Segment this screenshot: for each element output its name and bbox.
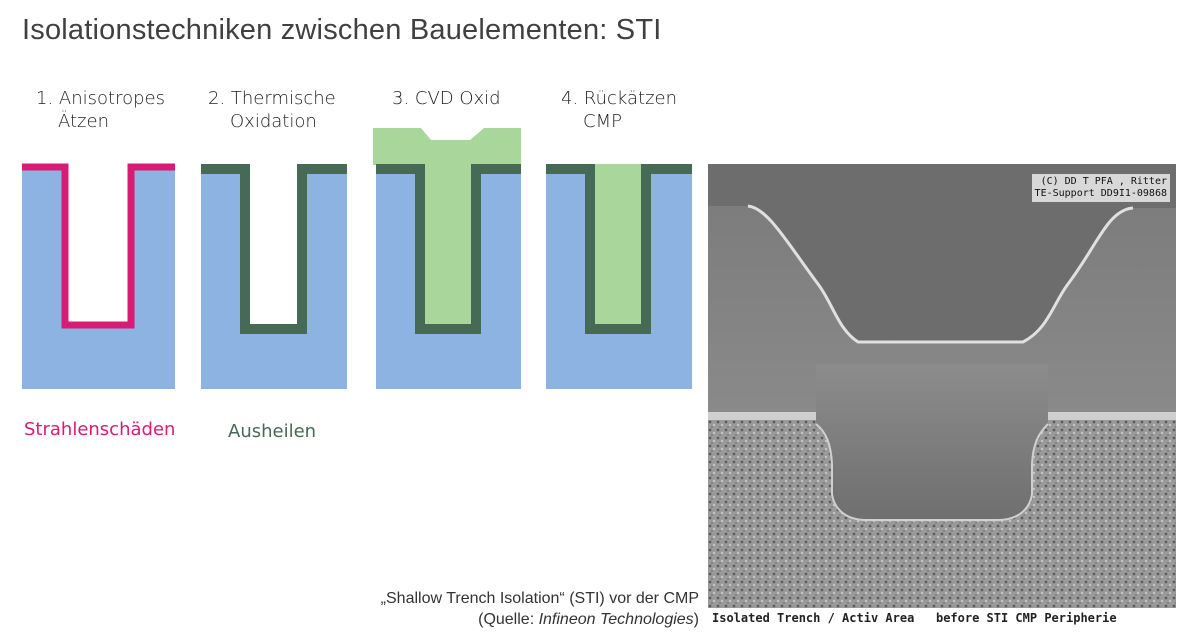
step-4-line2: CMP: [583, 111, 622, 132]
sem-trench-edge: [815, 423, 1049, 521]
step-2-label: 2. Thermische Oxidation: [208, 87, 336, 133]
caption-line2: (Quelle: Infineon Technologies): [381, 609, 699, 630]
sem-caption: Isolated Trench / Activ Area before STI …: [712, 611, 1117, 625]
step-3-cross-section: [373, 128, 521, 389]
caption-source: Infineon Technologies: [538, 611, 694, 628]
step-1-damage-layer: [22, 163, 175, 329]
sem-nitride-right: [1046, 412, 1176, 420]
step-1-label: 1. Anisotropes Ätzen: [36, 87, 165, 133]
step-2-substrate: [201, 165, 347, 389]
page-title: Isolationstechniken zwischen Bauelemente…: [22, 14, 662, 46]
step-4-line1: 4. Rückätzen: [561, 88, 678, 109]
anneal-note: Ausheilen: [228, 421, 317, 442]
sem-surface-edge: [747, 204, 1134, 344]
step-1-line1: 1. Anisotropes: [36, 88, 165, 109]
step-3-cvd-oxide: [373, 128, 521, 330]
step-3-label: 3. CVD Oxid: [392, 87, 501, 110]
sem-micrograph: (C) DD T PFA , Ritter TE-Support DD9I1-0…: [708, 164, 1176, 608]
step-3-line1: 3. CVD Oxid: [392, 88, 501, 109]
step-1-cross-section: [22, 163, 175, 389]
step-4-oxide-fill: [589, 164, 647, 330]
step-4-substrate: [546, 165, 692, 389]
step-4-cross-section: [546, 164, 692, 389]
figure-caption: „Shallow Trench Isolation“ (STI) vor der…: [381, 588, 699, 630]
step-3-substrate: [376, 165, 521, 389]
sem-image: [708, 164, 1176, 608]
step-2-cross-section: [201, 164, 347, 389]
sem-trench-plug: [816, 364, 1048, 520]
step-1-line2: Ätzen: [58, 111, 109, 132]
step-1-substrate: [22, 164, 175, 389]
sem-stamp: (C) DD T PFA , Ritter TE-Support DD9I1-0…: [1031, 174, 1170, 202]
sem-stamp-line2: TE-Support DD9I1-09868: [1034, 188, 1167, 199]
sti-process-diagram: [22, 128, 692, 389]
sem-nitride-left: [708, 412, 818, 420]
caption-suffix: ): [693, 611, 699, 628]
step-2-line1: 2. Thermische: [208, 88, 336, 109]
step-2-thermal-oxide: [201, 164, 347, 334]
sem-stamp-line1: (C) DD T PFA , Ritter: [1040, 176, 1167, 187]
step-2-line2: Oxidation: [230, 111, 317, 132]
damage-note: Strahlenschäden: [24, 419, 176, 440]
caption-prefix: (Quelle:: [478, 611, 539, 628]
caption-line1: „Shallow Trench Isolation“ (STI) vor der…: [380, 590, 699, 607]
step-4-thermal-oxide: [546, 164, 692, 334]
step-3-thermal-oxide: [376, 164, 521, 334]
step-4-label: 4. Rückätzen CMP: [561, 87, 677, 133]
